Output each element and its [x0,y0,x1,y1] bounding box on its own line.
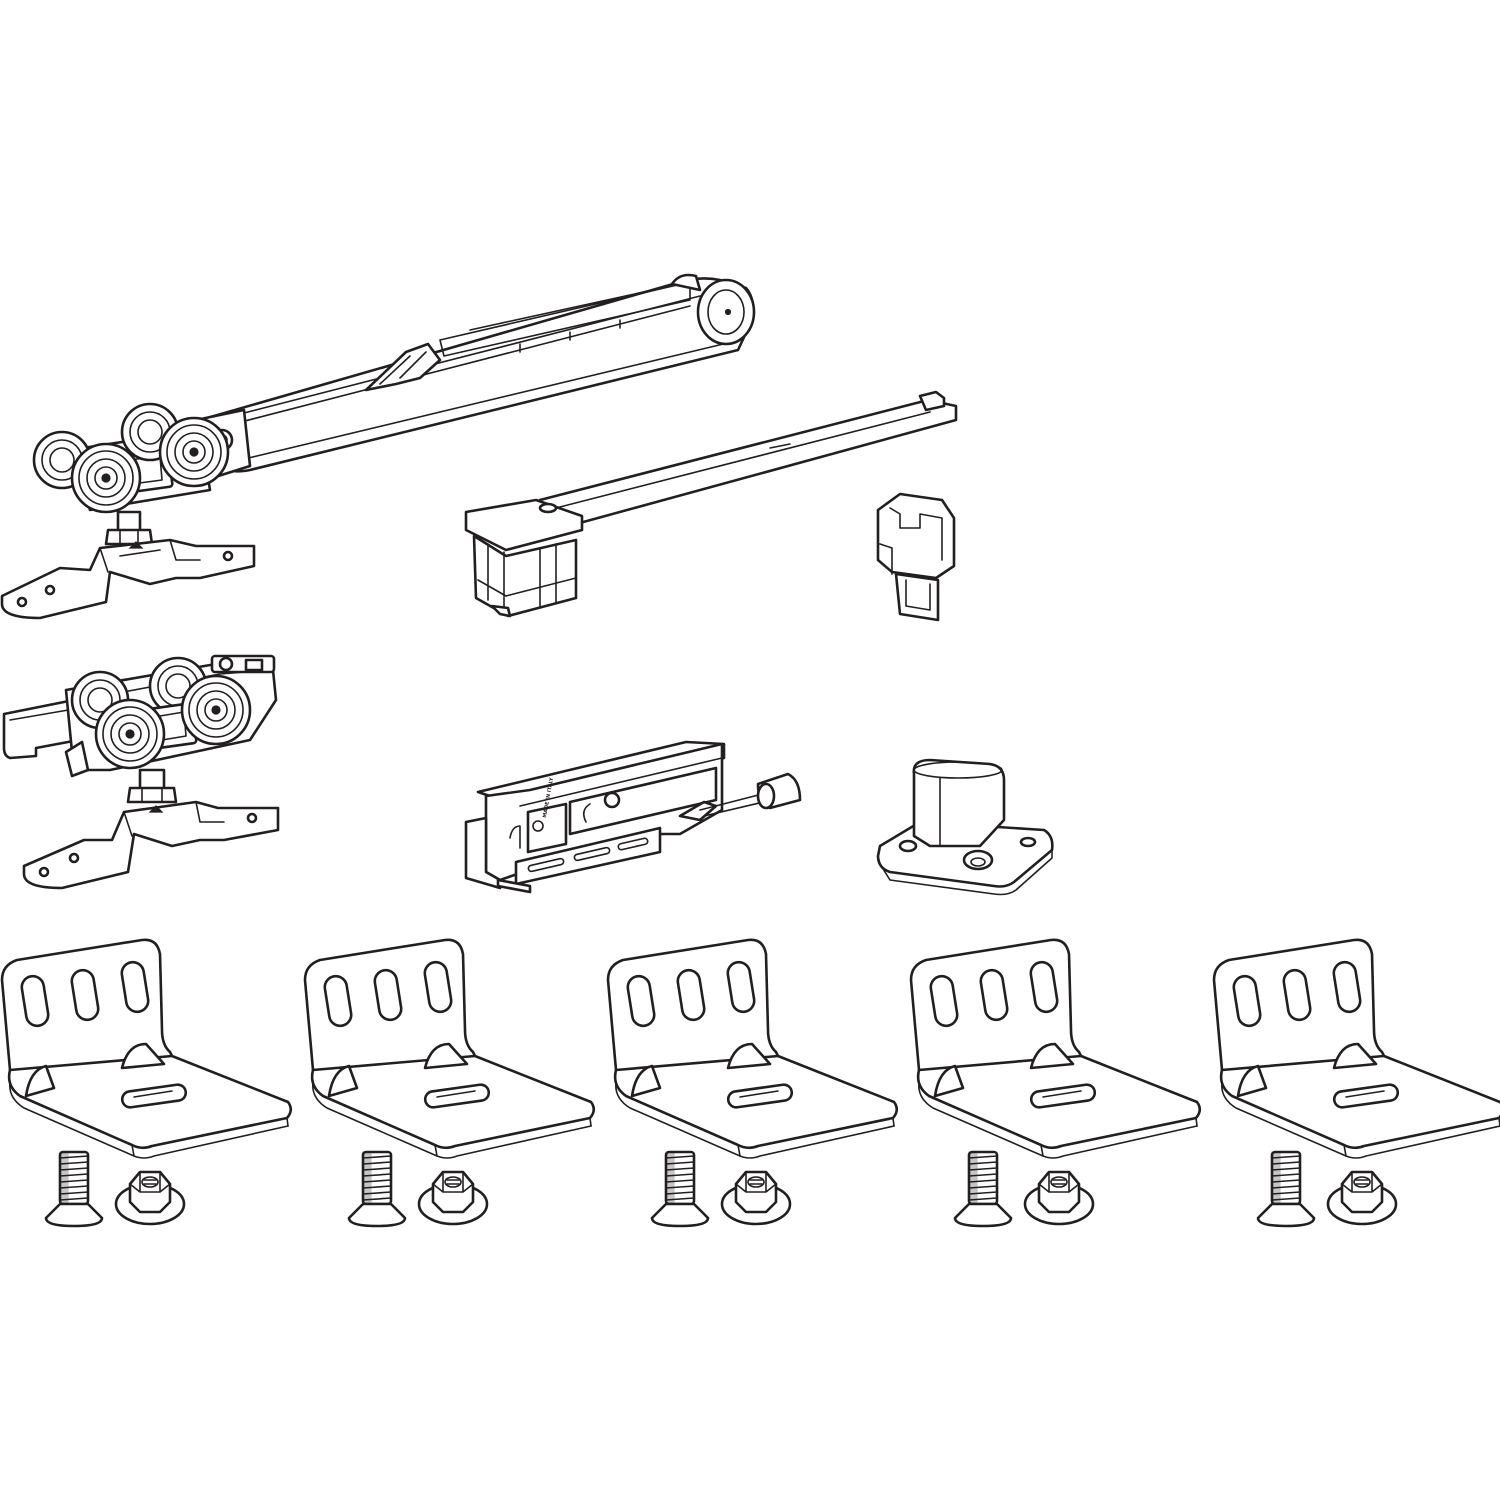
bracket-set [909,938,1202,1228]
bracket-set [0,938,293,1228]
flange-nut [114,1170,186,1226]
activator-bar [464,390,958,618]
countersunk-screw [650,1150,710,1228]
bracket-row [0,938,1500,1228]
floor-guide [876,758,1054,896]
track-stopper [876,492,956,622]
bracket-set [1212,938,1500,1228]
roller-carriage [2,654,280,890]
damper-carriage [0,273,756,620]
damper-trigger: MADE IN ITALY [464,740,802,894]
countersunk-screw [953,1150,1013,1228]
bracket-set [303,938,596,1228]
flange-nut [1023,1170,1095,1226]
flange-nut [1326,1170,1398,1226]
bracket-set [606,938,899,1228]
countersunk-screw [44,1150,104,1228]
l-bracket [1212,938,1500,1160]
l-bracket [606,938,899,1160]
countersunk-screw [1256,1150,1316,1228]
l-bracket [909,938,1202,1160]
flange-nut [720,1170,792,1226]
countersunk-screw [347,1150,407,1228]
l-bracket [0,938,293,1160]
l-bracket [303,938,596,1160]
flange-nut [417,1170,489,1226]
